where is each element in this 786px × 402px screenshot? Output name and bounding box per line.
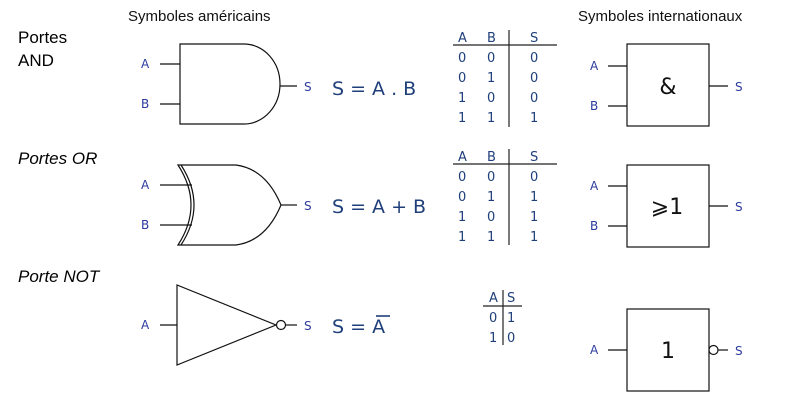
and-equation: S = A . B xyxy=(332,78,416,100)
and-tt-cell: 0 xyxy=(530,51,538,66)
not-tt-cell: 1 xyxy=(489,331,497,346)
or-tt-cell: 1 xyxy=(458,210,466,225)
or-gate-international: ⩾1 A B S xyxy=(590,164,743,248)
not-inversion-bubble xyxy=(275,319,287,331)
header-american: Symboles américains xyxy=(128,8,271,25)
and-truth-table: A B S 0 0 0 0 1 0 1 0 0 1 1 1 xyxy=(453,30,557,127)
or-tt-cell: 0 xyxy=(458,190,466,205)
or-equation: S = A + B xyxy=(332,196,426,218)
or-tt-cell: 0 xyxy=(458,170,466,185)
not-equation-var: A xyxy=(372,316,385,338)
and-pin-a: A xyxy=(141,57,150,71)
or-gate-body xyxy=(176,164,282,246)
or-tt-cell: 0 xyxy=(487,210,495,225)
or-intl-pin-b: B xyxy=(590,219,598,233)
not-tt-head-a: A xyxy=(489,291,498,306)
not-tt-cell: 1 xyxy=(507,311,515,326)
or-pin-a: A xyxy=(141,178,150,192)
or-tt-cell: 0 xyxy=(530,170,538,185)
and-tt-cell: 1 xyxy=(458,91,466,106)
and-tt-cell: 0 xyxy=(530,91,538,106)
or-truth-table: A B S 0 0 0 0 1 1 1 0 1 1 1 1 xyxy=(453,149,557,245)
not-gate-international: 1 A S xyxy=(590,308,743,392)
and-intl-pin-a: A xyxy=(590,59,599,73)
or-tt-cell: 1 xyxy=(487,230,495,245)
and-tt-cell: 1 xyxy=(487,71,495,86)
or-tt-cell: 1 xyxy=(458,230,466,245)
and-tt-cell: 1 xyxy=(487,111,495,126)
not-equation-left: S = xyxy=(332,316,372,338)
and-tt-cell: 0 xyxy=(530,71,538,86)
not-row-label: Porte NOT xyxy=(18,267,101,286)
or-row-label: Portes OR xyxy=(18,149,97,168)
and-gate-body xyxy=(179,43,281,125)
not-intl-pin-s: S xyxy=(735,344,743,358)
and-gate-american: A B S xyxy=(141,43,312,125)
and-tt-head-s: S xyxy=(530,31,538,46)
or-pin-s: S xyxy=(304,199,312,213)
not-intl-symbol: 1 xyxy=(661,339,675,364)
and-row-label-line2: AND xyxy=(18,51,54,70)
and-tt-head-b: B xyxy=(487,31,496,46)
or-tt-cell: 1 xyxy=(487,190,495,205)
and-tt-cell: 0 xyxy=(487,51,495,66)
not-truth-table: A S 0 1 1 0 xyxy=(483,290,522,346)
not-pin-a: A xyxy=(141,318,150,332)
and-tt-cell: 1 xyxy=(458,111,466,126)
or-gate-back-curve xyxy=(180,164,195,246)
and-intl-box xyxy=(626,43,710,127)
not-tt-cell: 0 xyxy=(489,311,497,326)
or-tt-cell: 1 xyxy=(530,210,538,225)
and-gate-international: & A B S xyxy=(590,43,743,127)
and-pin-b: B xyxy=(141,97,149,111)
and-tt-cell: 1 xyxy=(530,111,538,126)
not-tt-cell: 0 xyxy=(507,331,515,346)
and-row-label-line1: Portes xyxy=(18,28,67,47)
or-pin-b: B xyxy=(141,218,149,232)
not-gate-triangle xyxy=(176,284,278,366)
and-tt-cell: 0 xyxy=(458,51,466,66)
and-tt-cell: 0 xyxy=(458,71,466,86)
or-intl-pin-a: A xyxy=(590,179,599,193)
not-intl-pin-a: A xyxy=(590,343,599,357)
not-intl-inversion-bubble xyxy=(708,344,719,356)
or-intl-pin-s: S xyxy=(735,200,743,214)
not-gate-american: A S xyxy=(141,284,312,366)
or-tt-head-b: B xyxy=(487,150,496,165)
or-tt-cell: 1 xyxy=(530,230,538,245)
and-tt-cell: 0 xyxy=(487,91,495,106)
or-tt-cell: 1 xyxy=(530,190,538,205)
or-tt-cell: 0 xyxy=(487,170,495,185)
and-intl-pin-b: B xyxy=(590,99,598,113)
header-international: Symboles internationaux xyxy=(578,8,743,25)
or-tt-head-a: A xyxy=(458,150,467,165)
or-intl-symbol: ⩾1 xyxy=(651,195,683,220)
not-equation: S = A xyxy=(332,316,385,338)
and-tt-head-a: A xyxy=(458,31,467,46)
or-gate-american: A B S xyxy=(141,164,312,246)
or-tt-head-s: S xyxy=(530,150,538,165)
and-pin-s: S xyxy=(304,80,312,94)
and-intl-symbol: & xyxy=(659,75,676,100)
and-intl-pin-s: S xyxy=(735,80,743,94)
not-tt-head-s: S xyxy=(507,291,515,306)
not-pin-s: S xyxy=(304,319,312,333)
